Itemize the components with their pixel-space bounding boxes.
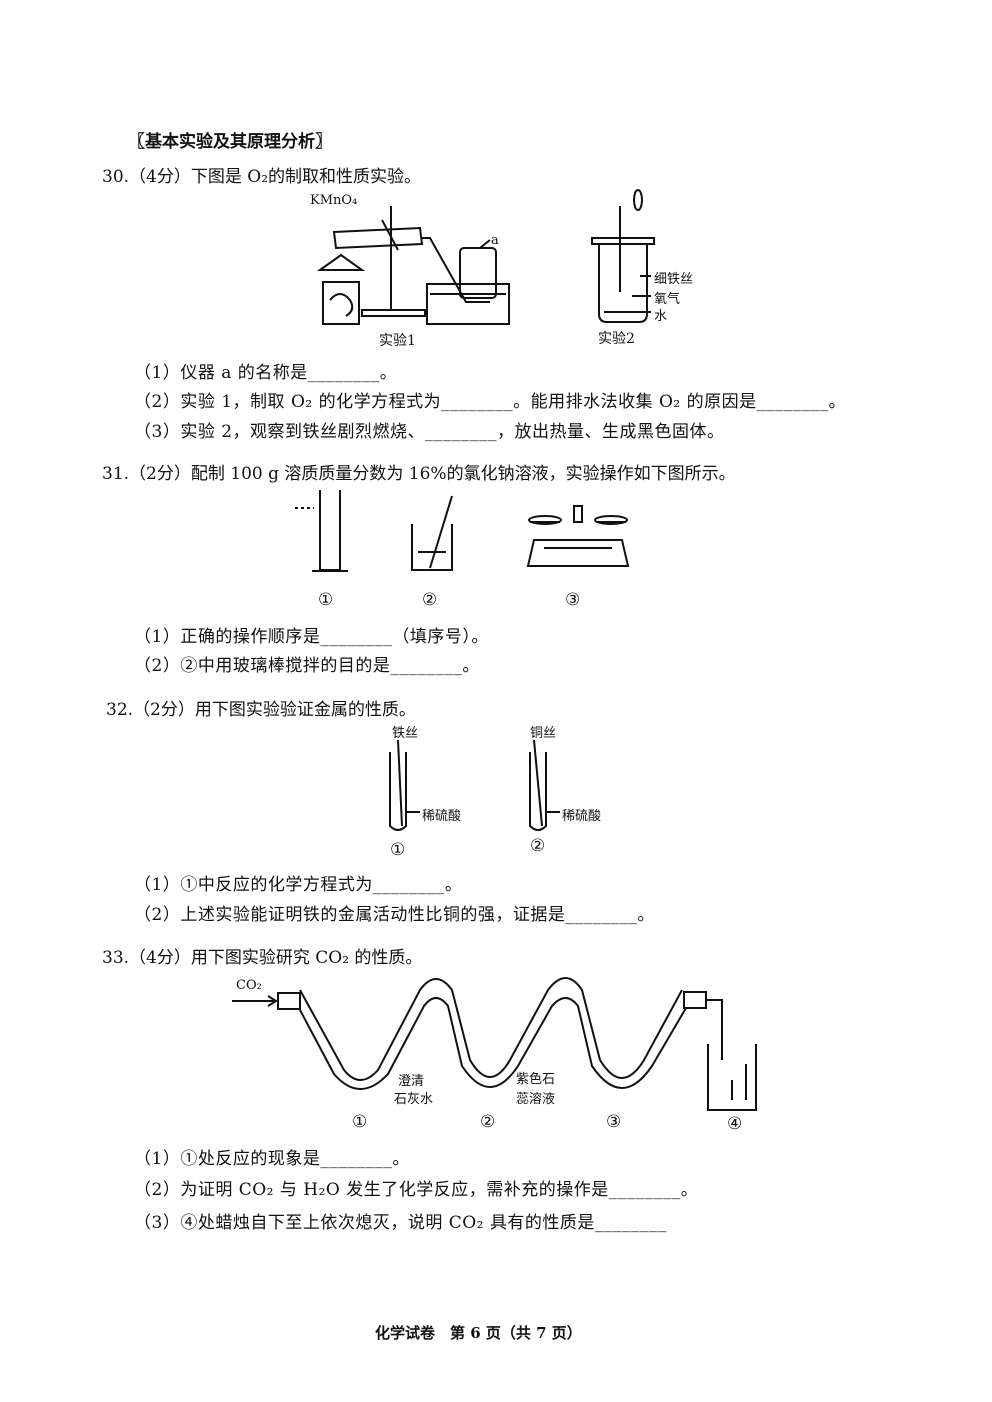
limewater-label-line2: 石灰水	[394, 1092, 434, 1107]
q32-item-1: （1）①中反应的化学方程式为________。	[134, 875, 463, 895]
q33-figure-label-2: ②	[480, 1112, 496, 1132]
q33-figure-label-3: ③	[606, 1112, 622, 1132]
glass-rod	[429, 495, 453, 569]
q31-figure-label-3: ③	[565, 590, 581, 610]
q30-item-3: （3）实验 2，观察到铁丝剧烈燃烧、________，放出热量、生成黑色固体。	[134, 422, 725, 442]
balance-body	[526, 539, 630, 567]
outlet-stopper	[683, 991, 707, 1009]
q31-figure-label-2: ②	[422, 590, 438, 610]
q31-figure-label-1: ①	[318, 590, 334, 610]
page-footer: 化学试卷 第 6 页（共 7 页）	[375, 1324, 582, 1342]
inlet-stopper	[277, 992, 301, 1010]
q32-item-2: （2）上述实验能证明铁的金属活动性比铜的强，证据是________。	[134, 905, 655, 925]
copper-wire-in-tube	[533, 739, 543, 827]
q33-item-1: （1）①处反应的现象是________。	[134, 1149, 410, 1169]
dilute-acid-label-2: 稀硫酸	[562, 809, 602, 824]
instrument-a-label: a	[491, 233, 499, 248]
litmus-label-line1: 紫色石	[516, 1072, 556, 1087]
kmno4-label: KMnO₄	[310, 193, 358, 208]
copper-wire-label: 铜丝	[530, 726, 557, 741]
q31-stem: 31.（2分）配制 100 g 溶质质量分数为 16%的氯化钠溶液，实验操作如下…	[102, 464, 736, 484]
burner-flame	[316, 253, 366, 271]
q31-item-2: （2）②中用玻璃棒搅拌的目的是________。	[134, 656, 480, 676]
q30-item-2: （2）实验 1，制取 O₂ 的化学方程式为________。能用排水法收集 O₂…	[134, 392, 847, 412]
w-tube-bottom	[299, 997, 687, 1090]
q33-stem: 33.（4分）用下图实验研究 CO₂ 的性质。	[102, 948, 423, 968]
co2-label: CO₂	[236, 978, 262, 993]
q30-item-1: （1）仪器 a 的名称是________。	[134, 363, 398, 383]
q33-figure-label-1: ①	[352, 1112, 368, 1132]
gas-bottle-a	[459, 247, 497, 299]
experiment-2-caption: 实验2	[598, 331, 635, 347]
dilute-acid-label-1: 稀硫酸	[422, 809, 462, 824]
litmus-label-line2: 蕊溶液	[516, 1092, 556, 1107]
beaker	[411, 524, 453, 571]
w-tube-top	[299, 977, 683, 1081]
test-tube-1	[389, 752, 407, 831]
oxygen-label: 氧气	[654, 292, 681, 307]
water-label: 水	[654, 309, 668, 324]
water-trough	[426, 283, 510, 325]
limewater-label-line1: 澄清	[398, 1074, 425, 1089]
gas-jar	[598, 243, 648, 323]
outlet-tube	[706, 999, 723, 1060]
iron-wire-label: 细铁丝	[654, 272, 694, 287]
section-title: 〖基本实验及其原理分析〗	[128, 132, 332, 152]
candle-beaker	[707, 1044, 757, 1111]
iron-wire-label: 铁丝	[392, 726, 419, 741]
q32-stem: 32.（2分）用下图实验验证金属的性质。	[106, 700, 416, 720]
iron-wire-in-tube	[397, 739, 403, 827]
alcohol-lamp	[322, 281, 360, 325]
q32-figure-label-2: ②	[530, 836, 546, 856]
experiment-1-caption: 实验1	[379, 333, 416, 349]
q30-stem: 30.（4分）下图是 O₂的制取和性质实验。	[102, 167, 422, 187]
test-tube	[332, 226, 424, 250]
q33-figure-label-4: ④	[727, 1114, 743, 1134]
test-tube-2	[529, 752, 547, 831]
q31-item-1: （1）正确的操作顺序是________（填序号）。	[134, 627, 489, 647]
q33-item-3: （3）④处蜡烛自下至上依次熄灭，说明 CO₂ 具有的性质是________	[134, 1213, 667, 1233]
delivery-tube	[422, 237, 490, 303]
q32-figure-label-1: ①	[390, 840, 406, 860]
q33-item-2: （2）为证明 CO₂ 与 H₂O 发生了化学反应，需补充的操作是________…	[134, 1180, 699, 1200]
